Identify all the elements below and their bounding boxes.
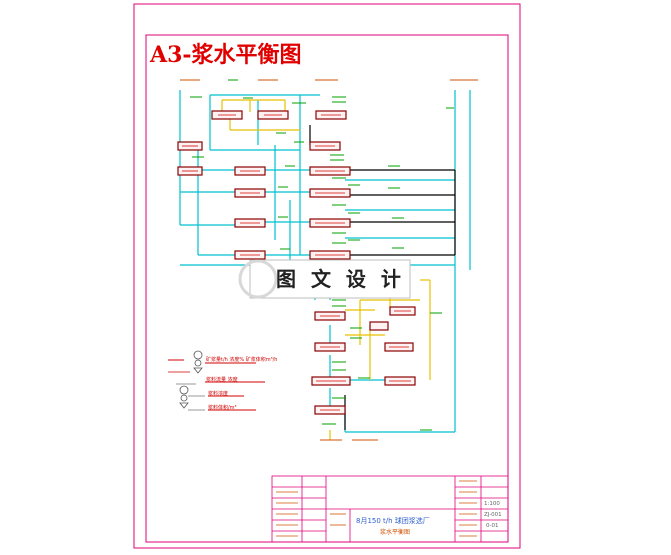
watermark [238, 259, 411, 299]
feed-lines [309, 125, 456, 430]
box-label-strokes [182, 114, 411, 411]
box-sump [369, 321, 389, 331]
drawing-title: A3-浆水平衡图 [149, 42, 302, 68]
legend-row1: 矿浆量t/h 浓度% 矿浆体积m³/h [206, 356, 277, 363]
legend [168, 350, 265, 411]
main-flow-lines [179, 90, 471, 433]
legend-row2: 浆料流量 浓度 [206, 376, 238, 383]
title-block-project: 8月150 t/h 球团浆选厂 [356, 516, 430, 525]
title-block-scale: 1:100 [484, 501, 500, 507]
title-block-code: ZJ-001 [484, 512, 502, 518]
legend-row3: 浆料浓度 [208, 390, 228, 397]
value-annotations [190, 79, 454, 431]
source-labels [180, 79, 478, 441]
title-block [271, 475, 509, 543]
title-block-labels [276, 480, 477, 537]
legend-row4: 浆料体积/m³ [208, 404, 237, 411]
title-block-sheet: 0-01 [486, 523, 498, 529]
title-block-drawing-name: 浆水平衡图 [380, 528, 410, 536]
watermark-text: 图 文 设 计 [276, 267, 405, 291]
sheet-outer-border [133, 3, 521, 549]
